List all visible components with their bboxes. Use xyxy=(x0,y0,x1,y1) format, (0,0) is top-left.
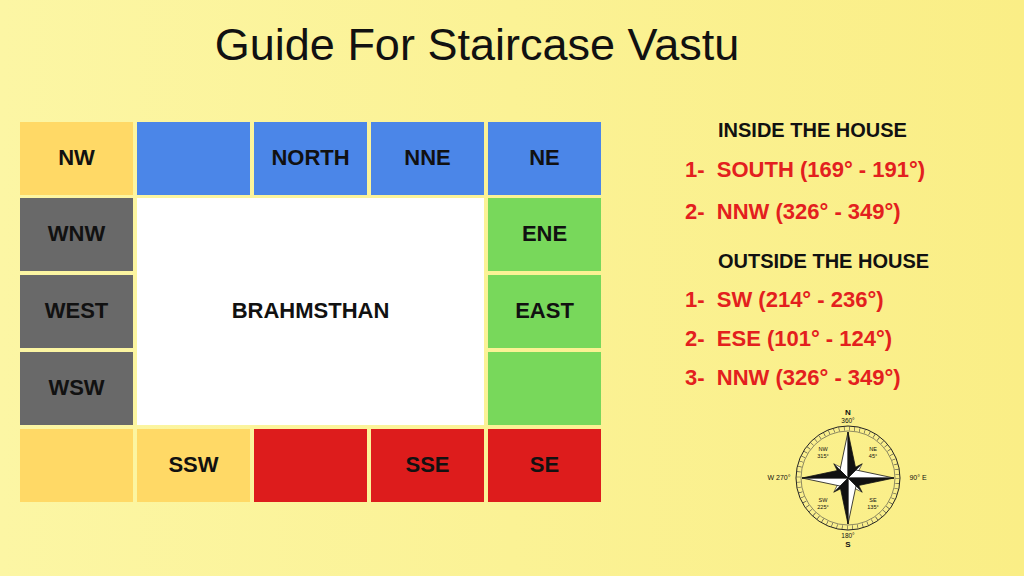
direction-name: NORTH xyxy=(271,146,349,170)
direction-range: 3- NNW (326° - 349°) xyxy=(685,366,901,390)
label-slot: 360° xyxy=(841,417,854,424)
direction-cell: NNE xyxy=(371,122,484,195)
compass-point: 90° E xyxy=(909,474,926,482)
compass-degree: 315° xyxy=(817,453,828,459)
label-slot: 225° xyxy=(817,504,828,510)
direction-cell: WSW xyxy=(20,352,133,425)
direction-name: SE xyxy=(530,453,559,477)
direction-name: WEST xyxy=(45,299,109,323)
compass-point: NE xyxy=(869,446,877,452)
compass-degree: 135° xyxy=(867,504,878,510)
compass-point: SW xyxy=(819,497,828,503)
direction-name: NW xyxy=(58,146,95,170)
compass-degree: 360° xyxy=(841,417,854,424)
direction-cell: NW xyxy=(20,122,133,195)
blank-cell xyxy=(137,122,250,195)
direction-range: 1- SOUTH (169° - 191°) xyxy=(685,158,925,182)
label-slot: W 270° xyxy=(767,474,790,482)
label-slot: NW xyxy=(818,446,827,452)
title-slot: Guide For Staircase Vastu xyxy=(215,20,739,70)
label-slot: 1- SW (214° - 236°) xyxy=(685,288,884,312)
compass-point: SE xyxy=(869,497,876,503)
compass-point: N xyxy=(845,409,851,418)
label-slot: INSIDE THE HOUSE xyxy=(718,119,907,141)
direction-name: WNW xyxy=(48,222,105,246)
direction-cell: SSW xyxy=(137,429,250,502)
section-heading: OUTSIDE THE HOUSE xyxy=(718,250,929,272)
label-slot: 180° xyxy=(841,532,854,539)
compass-rose xyxy=(796,426,900,530)
direction-cell: WNW xyxy=(20,198,133,271)
compass-degree: 180° xyxy=(841,532,854,539)
direction-range: 1- SW (214° - 236°) xyxy=(685,288,884,312)
label-slot: 135° xyxy=(867,504,878,510)
direction-name: WSW xyxy=(48,376,104,400)
label-slot: SW xyxy=(819,497,828,503)
page-title: Guide For Staircase Vastu xyxy=(215,20,739,70)
direction-cell: ENE xyxy=(488,198,601,271)
section-heading: INSIDE THE HOUSE xyxy=(718,119,907,141)
label-slot: 2- ESE (101° - 124°) xyxy=(685,327,892,351)
direction-name: NE xyxy=(529,146,560,170)
direction-cell: WEST xyxy=(20,275,133,348)
direction-cell: EAST xyxy=(488,275,601,348)
direction-cell: SE xyxy=(488,429,601,502)
label-slot: 3- NNW (326° - 349°) xyxy=(685,366,901,390)
center-zone: BRAHMSTHAN xyxy=(137,198,484,425)
label-slot: N xyxy=(845,409,851,418)
compass-point: W 270° xyxy=(767,474,790,482)
label-slot: 2- NNW (326° - 349°) xyxy=(685,200,901,224)
direction-range: 2- NNW (326° - 349°) xyxy=(685,200,901,224)
label-slot: NE xyxy=(869,446,877,452)
blank-cell xyxy=(254,429,367,502)
label-slot: 45° xyxy=(869,453,877,459)
blank-cell xyxy=(488,352,601,425)
label-slot: 1- SOUTH (169° - 191°) xyxy=(685,158,925,182)
compass-point: NW xyxy=(818,446,827,452)
direction-cell: SSE xyxy=(371,429,484,502)
label-slot: SE xyxy=(869,497,876,503)
label-slot: S xyxy=(845,541,850,550)
compass-degree: 225° xyxy=(817,504,828,510)
direction-cell: NORTH xyxy=(254,122,367,195)
label-slot: OUTSIDE THE HOUSE xyxy=(718,250,929,272)
direction-name: SSW xyxy=(168,453,218,477)
direction-range: 2- ESE (101° - 124°) xyxy=(685,327,892,351)
compass-point: S xyxy=(845,541,850,550)
compass-degree: 45° xyxy=(869,453,877,459)
direction-name: NNE xyxy=(404,146,450,170)
direction-cell: NE xyxy=(488,122,601,195)
direction-name: SSE xyxy=(405,453,449,477)
direction-name: EAST xyxy=(515,299,574,323)
label-slot: 315° xyxy=(817,453,828,459)
direction-name: BRAHMSTHAN xyxy=(232,299,390,323)
direction-name: ENE xyxy=(522,222,567,246)
label-slot: 90° E xyxy=(909,474,926,482)
blank-cell xyxy=(20,429,133,502)
